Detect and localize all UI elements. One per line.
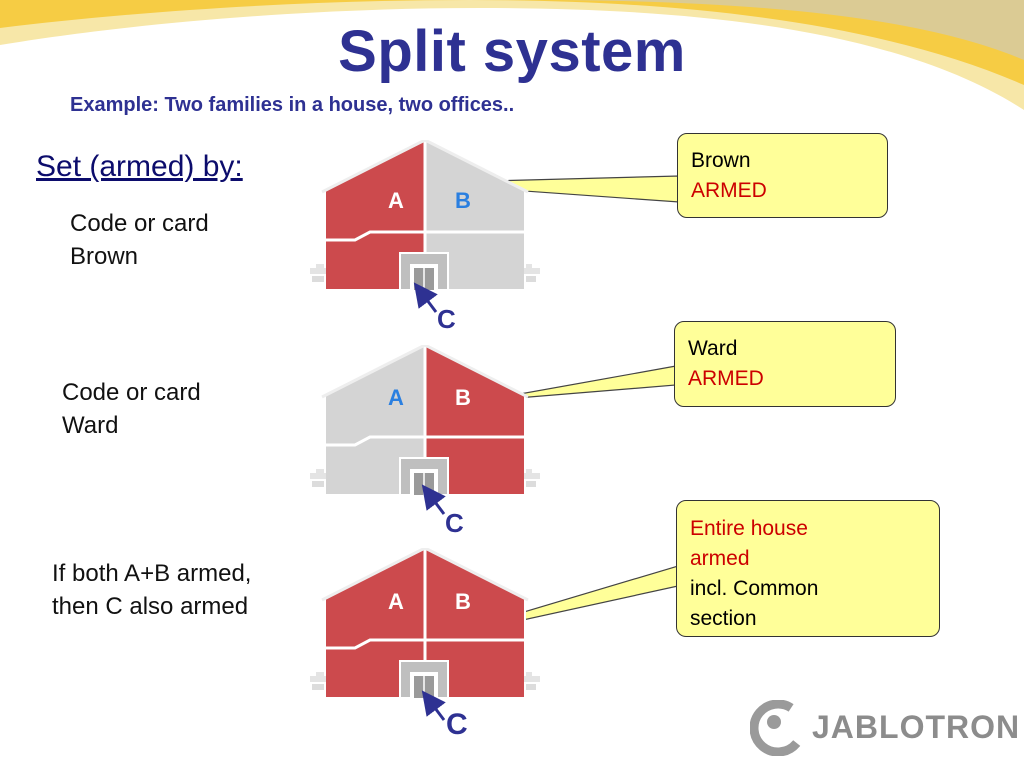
house-2	[310, 345, 540, 496]
house-3-label-a: A	[388, 589, 404, 614]
house-3	[310, 548, 540, 699]
callout-1: Brown ARMED	[677, 133, 888, 218]
page-title: Split system	[338, 19, 686, 84]
callout-2: Ward ARMED	[674, 321, 896, 407]
house-1-label-a: A	[388, 188, 404, 213]
page-subtitle: Example: Two families in a house, two of…	[70, 94, 515, 116]
row-2-caption: Code or card Ward	[62, 376, 201, 442]
row-2-caption-line2: Ward	[62, 412, 119, 439]
callout-2-status: ARMED	[688, 367, 764, 390]
background-swoosh	[0, 0, 1024, 110]
jablotron-logo-text: JABLOTRON	[812, 709, 1021, 745]
callout-3: Entire house armed incl. Common section	[676, 500, 940, 637]
callout-3-line4: section	[690, 607, 757, 630]
house-2-floor-left	[325, 435, 425, 447]
house-2-c-arrow	[421, 484, 446, 515]
house-3-floor-left	[325, 638, 425, 650]
house-1-floor-left	[325, 230, 425, 242]
row-2-caption-line1: Code or card	[62, 379, 201, 406]
row-1-caption-line2: Brown	[70, 243, 139, 270]
house-2-label-a: A	[388, 385, 404, 410]
row-3-caption-line1: If both A+B armed,	[52, 560, 252, 587]
set-by-heading: Set (armed) by:	[36, 150, 243, 183]
house-2-label-c: C	[445, 508, 464, 538]
house-2-label-b: B	[455, 385, 471, 410]
callout-3-line1: Entire house	[690, 517, 808, 540]
house-3-label-c: C	[446, 708, 468, 741]
row-1-caption: Code or card Brown	[70, 207, 209, 273]
house-1	[310, 140, 540, 291]
row-3-caption-line2: then C also armed	[52, 593, 249, 620]
callout-3-line2: armed	[690, 547, 750, 570]
house-3-ledge-right	[524, 676, 540, 682]
callout-2-line1: Ward	[688, 337, 738, 360]
callout-3-line3: incl. Common	[690, 577, 819, 600]
callout-1-status: ARMED	[691, 179, 767, 202]
callout-1-line1: Brown	[691, 149, 751, 172]
row-1-caption-line1: Code or card	[70, 210, 209, 237]
house-3-ledge-left	[310, 676, 326, 682]
row-3-caption: If both A+B armed, then C also armed	[52, 557, 251, 623]
house-1-label-b: B	[455, 188, 471, 213]
house-1-roof-edge	[321, 140, 529, 194]
house-3-label-b: B	[455, 589, 471, 614]
house-1-label-c: C	[437, 304, 456, 334]
house-1-ledge-left	[310, 268, 326, 274]
house-3-roof-edge	[321, 548, 529, 602]
house-2-roof-edge	[321, 345, 529, 399]
house-2-ledge-left	[310, 473, 326, 479]
house-2-ledge-right	[524, 473, 540, 479]
house-1-ledge-right	[524, 268, 540, 274]
house-3-c-arrow	[421, 690, 446, 721]
jablotron-logo-icon	[750, 700, 806, 756]
house-1-c-arrow	[413, 282, 438, 313]
